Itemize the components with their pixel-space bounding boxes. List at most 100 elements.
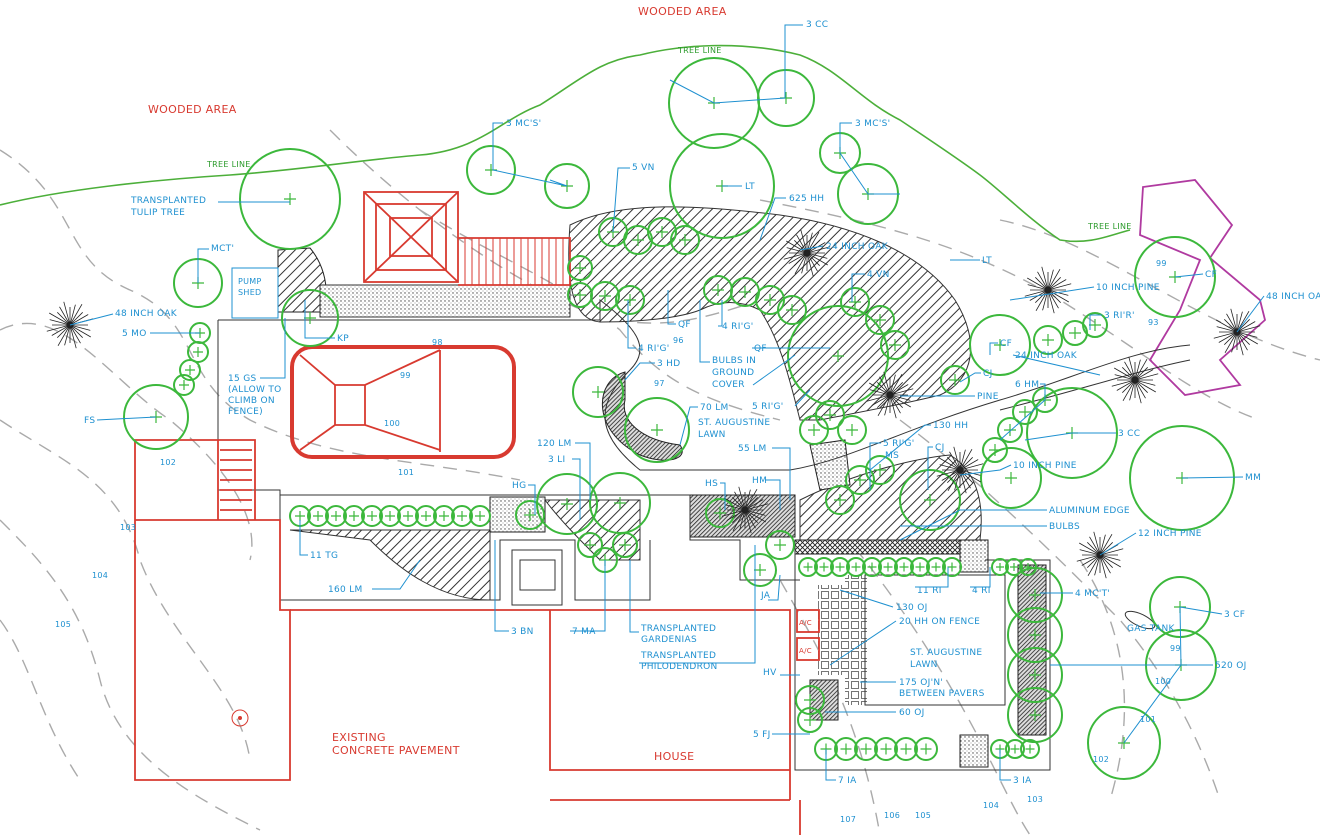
area-labels: WOODED AREA WOODED AREA TREE LINE TREE L…	[148, 5, 1132, 763]
plant-symbol	[325, 505, 347, 527]
plant-symbol	[1007, 647, 1063, 703]
elevation: 106	[884, 811, 900, 820]
label-lawn1: LAWN	[698, 430, 726, 440]
plant-symbol	[1012, 399, 1038, 425]
plant-symbol	[590, 281, 620, 311]
existing-tree-icon	[1024, 266, 1072, 314]
label-kp: KP	[337, 334, 349, 344]
plant-symbol	[1007, 687, 1063, 743]
label-cf2: CF	[1000, 339, 1012, 349]
wooded-area-top: WOODED AREA	[638, 5, 727, 18]
plant-symbol	[865, 455, 895, 485]
label-oj520: 520 OJ	[1215, 661, 1247, 671]
label-hv: HV	[763, 668, 777, 678]
label-lawn1: ST. AUGUSTINE	[698, 418, 770, 428]
elevation: 105	[915, 811, 931, 820]
plant-symbol	[880, 330, 910, 360]
label-mct: MCT'	[211, 244, 234, 254]
elevation: 99	[1156, 259, 1167, 268]
existing-trees	[46, 229, 1261, 579]
plant-symbol	[874, 737, 898, 761]
label-vn5: 5 VN	[632, 163, 655, 173]
plant-symbol	[865, 305, 895, 335]
label-oj130: 130 OJ	[896, 603, 928, 613]
plant-symbol	[624, 397, 690, 463]
plant-symbol	[577, 532, 603, 558]
label-tulip: TULIP TREE	[130, 208, 185, 218]
label-hm6: 6 HM	[1015, 380, 1039, 390]
label-cc-top: 3 CC	[806, 20, 828, 30]
plant-symbol	[615, 285, 645, 315]
plant-symbol	[765, 530, 795, 560]
tree-line-label: TREE LINE	[1087, 222, 1132, 231]
label-pine10b: 10 INCH PINE	[1013, 461, 1077, 471]
label-gardenias: TRANSPLANTED	[640, 624, 716, 634]
label-bulbs: BULBS	[1049, 522, 1080, 532]
label-lt2: LT	[982, 256, 992, 266]
label-gs15: FENCE)	[228, 407, 263, 417]
plant-symbol	[834, 737, 858, 761]
plant-symbol	[757, 69, 815, 127]
plant-symbol	[830, 557, 850, 577]
plant-symbol	[623, 225, 653, 255]
label-ma7: 7 MA	[572, 627, 596, 637]
planting-beds	[277, 206, 1047, 768]
leader-lines	[69, 24, 1265, 781]
label-oak48-left: 48 INCH OAK	[115, 309, 178, 319]
label-tulip: TRANSPLANTED	[130, 196, 206, 206]
label-rig4a: 4 RI'G'	[722, 322, 754, 332]
plant-symbol	[982, 437, 1008, 463]
plant-symbol	[854, 737, 878, 761]
label-lm120: 120 LM	[537, 439, 572, 449]
house-label: HOUSE	[654, 750, 694, 763]
plant-symbol	[926, 557, 946, 577]
pool	[290, 345, 516, 459]
pump-shed-label: SHED	[238, 288, 262, 297]
tree-line-label: TREE LINE	[206, 160, 251, 169]
plant-symbol	[1005, 558, 1023, 576]
label-gardenias: GARDENIAS	[641, 635, 697, 645]
label-pine10a: 10 INCH PINE	[1096, 283, 1160, 293]
label-rig5b: 5 RI'G'	[883, 439, 915, 449]
elevation: 100	[1155, 677, 1171, 686]
elevation: 99	[1170, 644, 1181, 653]
label-bulbs-gc: BULBS IN	[712, 356, 756, 366]
label-lawn2: ST. AUGUSTINE	[910, 648, 982, 658]
label-ja: JA	[760, 591, 771, 601]
label-rig4b: 4 RI'G'	[638, 344, 670, 354]
label-gs15: 15 GS	[228, 374, 257, 384]
plant-symbol	[361, 505, 383, 527]
plant-symbol	[567, 255, 593, 281]
plant-symbol	[515, 500, 545, 530]
label-oj175: 175 OJ'N'	[899, 678, 943, 688]
existing-tree-icon	[1076, 531, 1124, 579]
elevation: 104	[983, 801, 999, 810]
existing-tree-icon	[1111, 356, 1159, 404]
plant-symbol	[899, 469, 961, 531]
label-bulbs-gc: GROUND	[712, 368, 754, 378]
plant-labels: 3 CC 3 MC'S' 3 MC'S' TRANSPLANTED TULIP …	[84, 20, 1320, 786]
elevation: 93	[1148, 318, 1159, 327]
plant-symbol	[845, 465, 875, 495]
elevation: 102	[160, 458, 176, 467]
label-cj2: CJ	[935, 443, 945, 453]
label-qf2: QF	[754, 344, 767, 354]
existing-tree-icon	[721, 486, 769, 534]
elevation: 104	[92, 571, 108, 580]
label-oak48-right: 48 INCH OA	[1266, 292, 1320, 302]
label-gs15: (ALLOW TO	[228, 385, 282, 395]
pavement-label: EXISTING	[332, 731, 386, 744]
label-mcs-right: 3 MC'S'	[855, 119, 890, 129]
plant-symbol	[894, 557, 914, 577]
property-boundary	[1139, 179, 1267, 396]
elevation: 102	[1093, 755, 1109, 764]
elevation: 101	[1140, 715, 1156, 724]
plant-symbol	[797, 707, 823, 733]
plant-symbol	[1033, 325, 1063, 355]
label-philodendron: TRANSPLANTED	[640, 651, 716, 661]
plant-symbol	[397, 505, 419, 527]
label-hs: HS	[705, 479, 718, 489]
plant-symbols	[123, 57, 1235, 780]
plant-symbol	[469, 505, 491, 527]
elevation: 98	[432, 338, 443, 347]
